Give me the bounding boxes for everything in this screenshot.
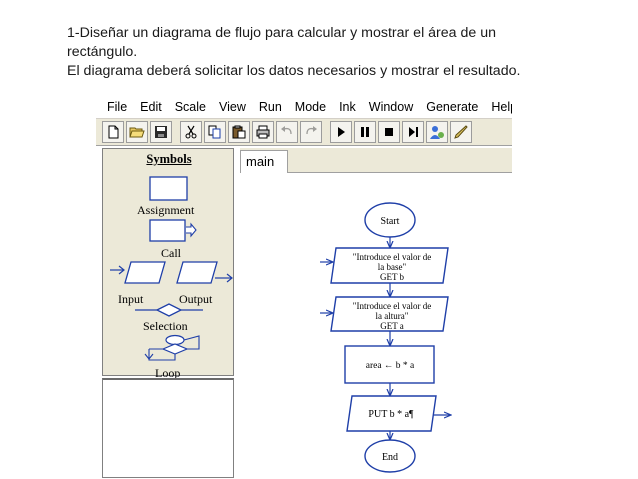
input-symbol[interactable] bbox=[109, 260, 167, 286]
selection-label: Selection bbox=[143, 319, 188, 333]
stop-icon bbox=[385, 128, 393, 136]
assignment-symbol[interactable] bbox=[149, 176, 189, 202]
menu-view[interactable]: View bbox=[218, 100, 246, 114]
menu-help[interactable]: Help bbox=[491, 100, 512, 114]
assignment-label: Assignment bbox=[137, 203, 195, 217]
assignment-text: area ← b * a bbox=[366, 361, 415, 371]
output-label: Output bbox=[179, 292, 213, 306]
input-height-prompt-1: "Introduce el valor de bbox=[353, 301, 431, 311]
loop-symbol[interactable] bbox=[141, 334, 203, 364]
toolbar bbox=[96, 118, 512, 146]
tab-main[interactable]: main bbox=[240, 150, 288, 173]
stop-button[interactable] bbox=[378, 121, 400, 143]
exercise-line-2: rectángulo. bbox=[67, 44, 138, 60]
end-terminal[interactable] bbox=[364, 439, 416, 473]
exercise-line-3: El diagrama deberá solicitar los datos n… bbox=[67, 63, 521, 79]
user-button[interactable] bbox=[426, 121, 448, 143]
input-height-block[interactable] bbox=[330, 296, 449, 332]
menu-run[interactable]: Run bbox=[258, 100, 282, 114]
cut-button[interactable] bbox=[180, 121, 202, 143]
input-base-block[interactable] bbox=[330, 247, 449, 284]
print-button[interactable] bbox=[252, 121, 274, 143]
step-button[interactable] bbox=[402, 121, 424, 143]
menu-mode[interactable]: Mode bbox=[294, 100, 327, 114]
menu-scale[interactable]: Scale bbox=[174, 100, 206, 114]
print-icon bbox=[256, 125, 270, 139]
call-symbol[interactable] bbox=[149, 219, 201, 243]
pen-icon bbox=[454, 125, 468, 139]
input-base-prompt-1: "Introduce el valor de bbox=[353, 252, 431, 262]
pause-icon bbox=[361, 127, 369, 137]
undo-icon bbox=[281, 126, 292, 135]
menu-generate[interactable]: Generate bbox=[426, 100, 479, 114]
new-button[interactable] bbox=[102, 121, 124, 143]
exercise-statement: 1-Diseñar un diagrama de flujo para calc… bbox=[67, 24, 627, 81]
selection-symbol[interactable] bbox=[133, 303, 205, 317]
redo-icon bbox=[306, 126, 317, 135]
raptor-window: File Edit Scale View Run Mode Ink Window… bbox=[96, 96, 512, 478]
step-icon bbox=[409, 127, 418, 137]
input-height-prompt-2: la altura" bbox=[376, 311, 409, 321]
input-height-get: GET a bbox=[380, 321, 404, 331]
menu-file[interactable]: File bbox=[107, 100, 128, 114]
menu-edit[interactable]: Edit bbox=[140, 100, 162, 114]
open-folder-icon bbox=[129, 127, 145, 138]
loop-label: Loop bbox=[155, 366, 181, 380]
output-symbol[interactable] bbox=[175, 260, 235, 286]
assignment-block[interactable] bbox=[344, 345, 435, 384]
input-base-get: GET b bbox=[380, 272, 405, 282]
symbols-title: Symbols bbox=[146, 152, 192, 166]
copy-button[interactable] bbox=[204, 121, 226, 143]
new-file-icon bbox=[108, 125, 119, 139]
paste-icon bbox=[232, 125, 246, 139]
call-label: Call bbox=[161, 246, 181, 260]
tab-bar: main bbox=[240, 148, 512, 173]
paste-button[interactable] bbox=[228, 121, 250, 143]
open-button[interactable] bbox=[126, 121, 148, 143]
menu-ink[interactable]: Ink bbox=[339, 100, 356, 114]
end-text: End bbox=[382, 452, 398, 463]
save-icon bbox=[155, 126, 167, 138]
play-icon bbox=[338, 127, 345, 137]
menu-window[interactable]: Window bbox=[368, 100, 414, 114]
watch-panel bbox=[102, 378, 234, 478]
symbols-panel: Symbols Assignment Call Input Output Sel… bbox=[102, 148, 235, 380]
person-icon bbox=[430, 126, 444, 139]
ink-button[interactable] bbox=[450, 121, 472, 143]
input-label: Input bbox=[118, 292, 144, 306]
save-button[interactable] bbox=[150, 121, 172, 143]
cut-icon bbox=[185, 125, 197, 139]
output-text: PUT b * a¶ bbox=[368, 409, 414, 420]
output-block[interactable] bbox=[346, 395, 437, 432]
start-terminal[interactable] bbox=[364, 202, 416, 238]
flowchart-diagram: Start "Introduce el valor de la base" GE… bbox=[320, 202, 512, 473]
undo-button[interactable] bbox=[276, 121, 298, 143]
pause-button[interactable] bbox=[354, 121, 376, 143]
copy-icon bbox=[208, 125, 221, 139]
input-base-prompt-2: la base" bbox=[378, 262, 407, 272]
redo-button[interactable] bbox=[300, 121, 322, 143]
menu-bar: File Edit Scale View Run Mode Ink Window… bbox=[96, 96, 512, 118]
start-text: Start bbox=[381, 216, 400, 227]
exercise-line-1: 1-Diseñar un diagrama de flujo para calc… bbox=[67, 25, 496, 41]
flowchart-canvas[interactable]: main Start "Introduce el valor de la bas… bbox=[240, 148, 512, 478]
execute-button[interactable] bbox=[330, 121, 352, 143]
